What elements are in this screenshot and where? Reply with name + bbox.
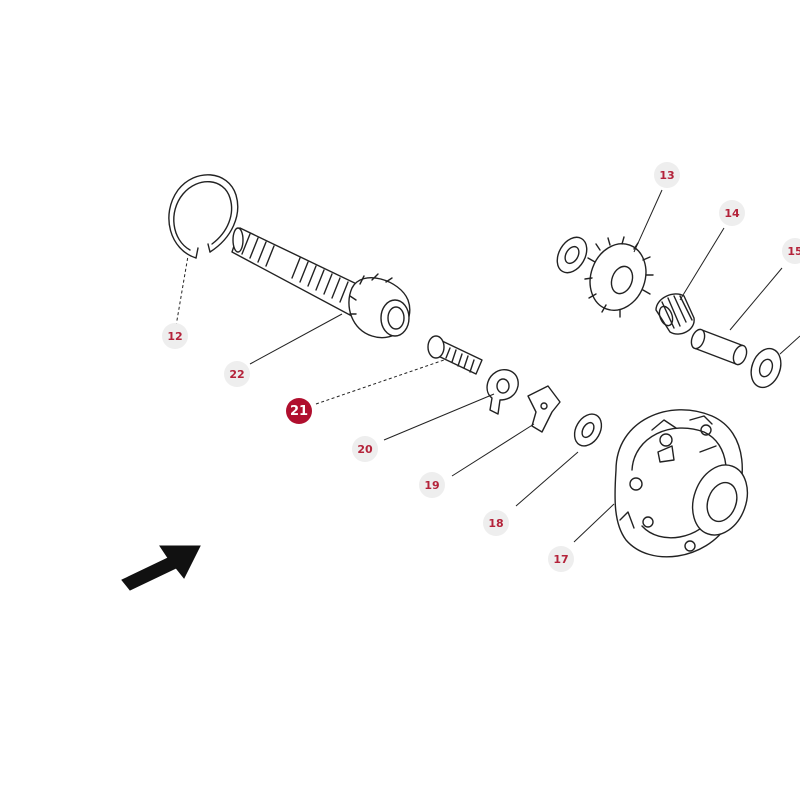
circlip-ring[interactable]	[168, 174, 239, 259]
edge-washer[interactable]	[746, 344, 786, 391]
callout-20[interactable]: 20	[352, 436, 378, 462]
hub-housing[interactable]	[614, 409, 757, 558]
callout-13[interactable]: 13	[654, 162, 680, 188]
spur-gear[interactable]	[581, 236, 655, 318]
callout-12[interactable]: 12	[162, 323, 188, 349]
callout-22[interactable]: 22	[224, 361, 250, 387]
direction-arrow-icon	[121, 545, 201, 591]
lock-plate[interactable]	[527, 385, 561, 433]
spacer-washer[interactable]	[551, 232, 593, 278]
leader-lines	[175, 189, 800, 543]
pin-shaft[interactable]	[689, 328, 749, 367]
tab-washer[interactable]	[486, 368, 519, 415]
callout-18[interactable]: 18	[483, 510, 509, 536]
callout-15[interactable]: 15	[782, 238, 800, 264]
bolt[interactable]	[427, 335, 483, 375]
callout-17[interactable]: 17	[548, 546, 574, 572]
needle-bearing[interactable]	[655, 293, 695, 335]
thrust-washer[interactable]	[569, 409, 607, 450]
callout-14[interactable]: 14	[719, 200, 745, 226]
splined-shaft[interactable]	[231, 227, 411, 339]
callout-19[interactable]: 19	[419, 472, 445, 498]
callout-21-active[interactable]: 21	[286, 398, 312, 424]
